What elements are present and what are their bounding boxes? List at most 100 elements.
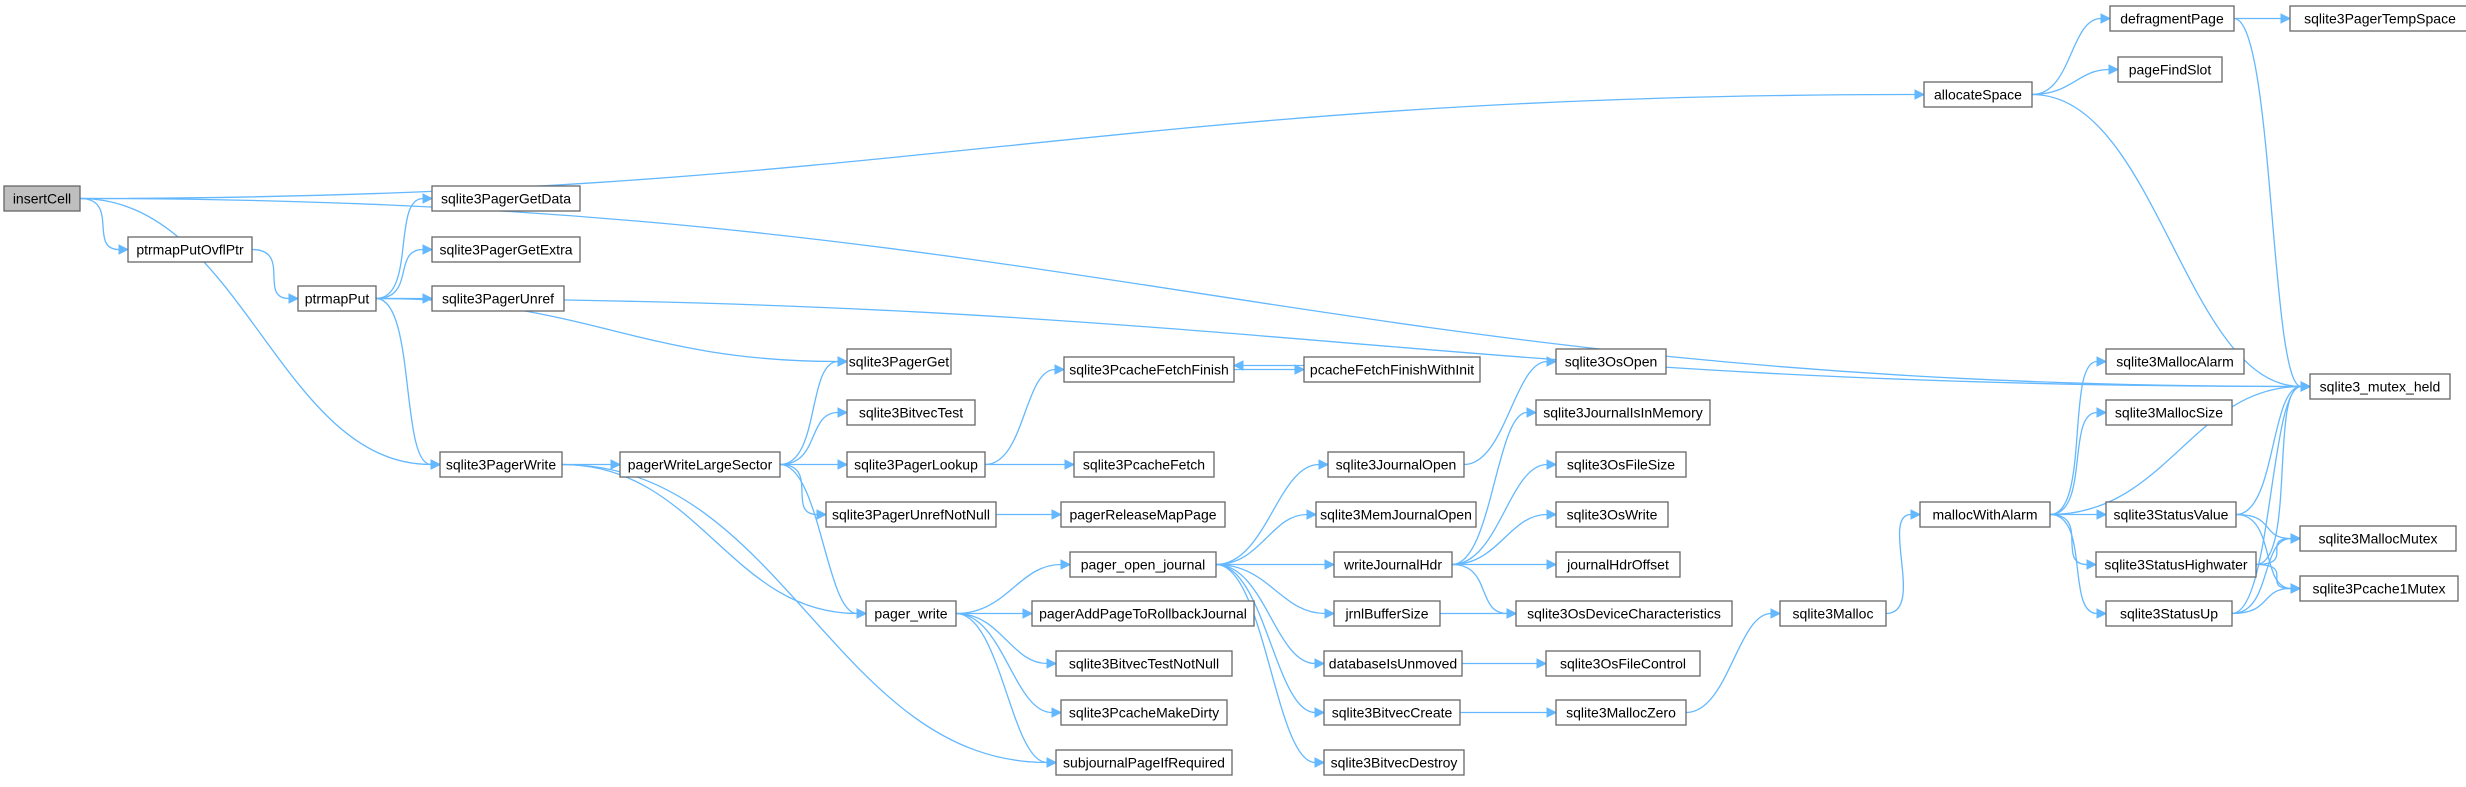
node-sqlite3OsDeviceCharacteristics[interactable]: sqlite3OsDeviceCharacteristics [1515, 600, 1733, 627]
edge-writeJournalHdr-to-journalHdrOffset [1451, 559, 1558, 570]
node-sqlite3PcacheFetch[interactable]: sqlite3PcacheFetch [1073, 451, 1215, 478]
node-label: sqlite3PagerUnrefNotNull [832, 507, 990, 523]
node-sqlite3OsFileControl[interactable]: sqlite3OsFileControl [1545, 650, 1701, 677]
edge-mallocWithAlarm-to-sqlite3MallocAlarm [2049, 356, 2108, 516]
edge-sqlite3PcacheFetchFinish-to-pcacheFetchFinishWithInit [1234, 364, 1306, 375]
node-sqlite3MallocAlarm[interactable]: sqlite3MallocAlarm [2105, 348, 2245, 375]
edge-writeJournalHdr-to-sqlite3OsWrite [1451, 509, 1558, 566]
node-sqlite3PagerUnref[interactable]: sqlite3PagerUnref [431, 285, 565, 312]
node-writeJournalHdr[interactable]: writeJournalHdr [1333, 551, 1453, 578]
edge-sqlite3StatusUp-to-sqlite3Pcache1Mutex [2231, 583, 2302, 615]
node-defragmentPage[interactable]: defragmentPage [2109, 5, 2235, 32]
edge-sqlite3StatusUp-to-sqlite3_mutex_held [2231, 381, 2312, 615]
node-sqlite3PcacheMakeDirty[interactable]: sqlite3PcacheMakeDirty [1060, 699, 1228, 726]
node-insertCell[interactable]: insertCell [3, 185, 81, 212]
node-sqlite3OsOpen[interactable]: sqlite3OsOpen [1555, 348, 1667, 375]
node-ptrmapPut[interactable]: ptrmapPut [297, 285, 377, 312]
node-databaseIsUnmoved[interactable]: databaseIsUnmoved [1323, 650, 1463, 677]
node-sqlite3JournalOpen[interactable]: sqlite3JournalOpen [1327, 451, 1465, 478]
node-pager_open_journal[interactable]: pager_open_journal [1069, 551, 1217, 578]
node-sqlite3StatusUp[interactable]: sqlite3StatusUp [2105, 600, 2233, 627]
node-label: defragmentPage [2120, 11, 2224, 27]
edge-jrnlBufferSize-to-sqlite3OsDeviceCharacteristics [1439, 608, 1518, 619]
node-sqlite3MemJournalOpen[interactable]: sqlite3MemJournalOpen [1315, 501, 1477, 528]
node-label: sqlite3OsFileSize [1567, 457, 1675, 473]
node-label: sqlite3MallocSize [2115, 405, 2223, 421]
node-sqlite3PagerLookup[interactable]: sqlite3PagerLookup [846, 451, 986, 478]
node-pagerWriteLargeSector[interactable]: pagerWriteLargeSector [619, 451, 781, 478]
node-label: sqlite3JournalIsInMemory [1543, 405, 1703, 421]
node-sqlite3StatusHighwater[interactable]: sqlite3StatusHighwater [2095, 551, 2257, 578]
node-pagerReleaseMapPage[interactable]: pagerReleaseMapPage [1060, 501, 1226, 528]
node-sqlite3PagerGetExtra[interactable]: sqlite3PagerGetExtra [431, 236, 581, 263]
node-pagerAddPageToRollbackJournal[interactable]: pagerAddPageToRollbackJournal [1031, 600, 1255, 627]
node-label: sqlite3OsDeviceCharacteristics [1527, 606, 1721, 622]
node-pageFindSlot[interactable]: pageFindSlot [2117, 56, 2223, 83]
node-sqlite3StatusValue[interactable]: sqlite3StatusValue [2105, 501, 2237, 528]
edge-writeJournalHdr-to-sqlite3OsFileSize [1451, 459, 1558, 566]
edge-sqlite3PagerLookup-to-sqlite3PcacheFetchFinish [984, 364, 1066, 466]
edge-sqlite3BitvecCreate-to-sqlite3MallocZero [1459, 707, 1558, 718]
node-sqlite3PagerGet[interactable]: sqlite3PagerGet [846, 348, 952, 375]
node-label: sqlite3Malloc [1793, 606, 1874, 622]
node-label: sqlite3PagerLookup [854, 457, 978, 473]
node-journalHdrOffset[interactable]: journalHdrOffset [1555, 551, 1681, 578]
edge-ptrmapPut-to-sqlite3PagerGetData [375, 193, 434, 300]
edge-sqlite3MallocZero-to-sqlite3Malloc [1685, 608, 1782, 714]
node-subjournalPageIfRequired[interactable]: subjournalPageIfRequired [1055, 749, 1233, 776]
node-sqlite3OsWrite[interactable]: sqlite3OsWrite [1555, 501, 1669, 528]
node-sqlite3MallocSize[interactable]: sqlite3MallocSize [2105, 399, 2233, 426]
node-label: pcacheFetchFinishWithInit [1310, 362, 1474, 378]
edge-pager_open_journal-to-databaseIsUnmoved [1215, 563, 1326, 669]
node-pcacheFetchFinishWithInit[interactable]: pcacheFetchFinishWithInit [1303, 356, 1481, 383]
edge-pager_open_journal-to-sqlite3BitvecDestroy [1215, 563, 1326, 768]
edge-writeJournalHdr-to-sqlite3JournalIsInMemory [1451, 407, 1538, 566]
edge-pagerWriteLargeSector-to-sqlite3PagerLookup [780, 459, 849, 470]
edge-sqlite3JournalOpen-to-sqlite3OsOpen [1463, 356, 1558, 466]
node-ptrmapPutOvflPtr[interactable]: ptrmapPutOvflPtr [127, 236, 253, 263]
node-sqlite3MallocZero[interactable]: sqlite3MallocZero [1555, 699, 1687, 726]
edge-pagerWriteLargeSector-to-sqlite3BitvecTest [779, 407, 849, 466]
node-allocateSpace[interactable]: allocateSpace [1923, 81, 2033, 108]
edge-writeJournalHdr-to-sqlite3OsDeviceCharacteristics [1451, 563, 1518, 619]
node-sqlite3Pcache1Mutex[interactable]: sqlite3Pcache1Mutex [2299, 575, 2459, 602]
node-label: sqlite3PcacheFetch [1083, 457, 1205, 473]
node-sqlite3OsFileSize[interactable]: sqlite3OsFileSize [1555, 451, 1687, 478]
node-mallocWithAlarm[interactable]: mallocWithAlarm [1919, 501, 2051, 528]
node-sqlite3PagerTempSpace[interactable]: sqlite3PagerTempSpace [2289, 5, 2466, 32]
node-label: sqlite3OsWrite [1567, 507, 1658, 523]
node-label: databaseIsUnmoved [1329, 656, 1457, 672]
edge-pager_write-to-pager_open_journal [955, 559, 1072, 615]
node-sqlite3_mutex_held[interactable]: sqlite3_mutex_held [2309, 373, 2451, 400]
node-sqlite3PagerGetData[interactable]: sqlite3PagerGetData [431, 185, 581, 212]
node-sqlite3MallocMutex[interactable]: sqlite3MallocMutex [2299, 525, 2457, 552]
edge-pagerWriteLargeSector-to-sqlite3PagerGet [779, 356, 849, 466]
node-label: mallocWithAlarm [1932, 507, 2037, 523]
node-label: sqlite3BitvecTest [859, 405, 963, 421]
node-pager_write[interactable]: pager_write [865, 600, 957, 627]
node-sqlite3BitvecTestNotNull[interactable]: sqlite3BitvecTestNotNull [1055, 650, 1233, 677]
node-label: sqlite3StatusValue [2114, 507, 2229, 523]
node-sqlite3PcacheFetchFinish[interactable]: sqlite3PcacheFetchFinish [1063, 356, 1235, 383]
node-sqlite3BitvecTest[interactable]: sqlite3BitvecTest [846, 399, 976, 426]
node-jrnlBufferSize[interactable]: jrnlBufferSize [1333, 600, 1441, 627]
node-sqlite3PagerUnrefNotNull[interactable]: sqlite3PagerUnrefNotNull [825, 501, 997, 528]
node-label: insertCell [13, 191, 71, 207]
node-label: ptrmapPutOvflPtr [136, 242, 244, 258]
node-label: pageFindSlot [2129, 62, 2212, 78]
node-label: sqlite3_mutex_held [2320, 379, 2441, 395]
node-label: journalHdrOffset [1566, 557, 1669, 573]
edge-mallocWithAlarm-to-sqlite3StatusUp [2049, 513, 2108, 619]
edge-allocateSpace-to-pageFindSlot [2031, 64, 2120, 96]
node-label: sqlite3OsFileControl [1560, 656, 1686, 672]
node-label: pager_write [874, 606, 947, 622]
edge-mallocWithAlarm-to-sqlite3MallocSize [2049, 407, 2108, 516]
node-sqlite3PagerWrite[interactable]: sqlite3PagerWrite [439, 451, 563, 478]
node-sqlite3Malloc[interactable]: sqlite3Malloc [1779, 600, 1887, 627]
edge-ptrmapPut-to-sqlite3PagerWrite [375, 297, 442, 470]
node-sqlite3BitvecDestroy[interactable]: sqlite3BitvecDestroy [1323, 749, 1465, 776]
edge-allocateSpace-to-defragmentPage [2031, 13, 2112, 96]
edge-pcacheFetchFinishWithInit-to-sqlite3PcacheFetchFinish [1232, 360, 1305, 371]
node-sqlite3JournalIsInMemory[interactable]: sqlite3JournalIsInMemory [1535, 399, 1711, 426]
node-sqlite3BitvecCreate[interactable]: sqlite3BitvecCreate [1323, 699, 1461, 726]
